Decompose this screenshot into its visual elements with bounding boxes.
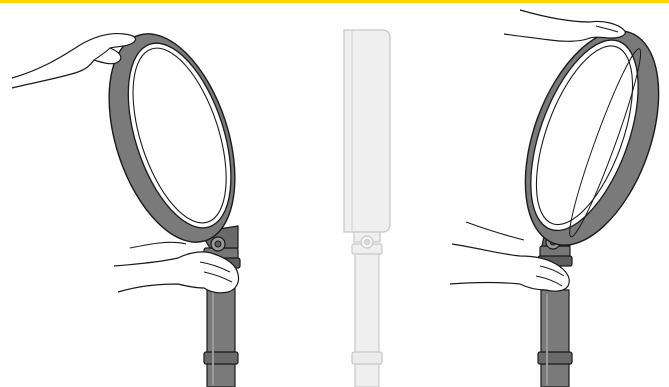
left-stand-pole (204, 286, 238, 387)
panel-middle (344, 30, 390, 387)
right-stand-pole (538, 290, 572, 387)
middle-stand-pole (352, 254, 382, 387)
panel-right (450, 10, 669, 387)
hand-icon (504, 10, 625, 41)
middle-fan-profile (344, 30, 390, 232)
middle-pivot (352, 232, 382, 254)
right-fan-head (499, 13, 669, 263)
accent-bar (0, 0, 669, 3)
tilt-knob-icon (361, 236, 373, 248)
tilt-knob-icon (211, 237, 225, 251)
panel-left (12, 18, 259, 387)
